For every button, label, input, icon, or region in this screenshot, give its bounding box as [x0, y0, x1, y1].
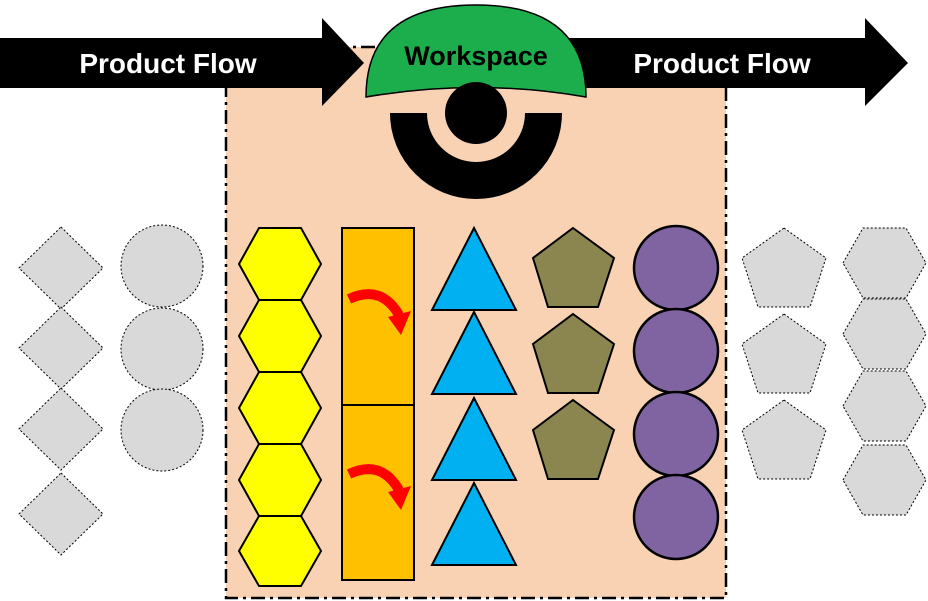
product-flow-label-left: Product Flow	[79, 48, 257, 79]
incoming-circle	[120, 307, 204, 391]
outgoing-hexagon	[842, 227, 927, 299]
workspace-dome: Workspace	[365, 4, 587, 98]
product-flow-arrow-right: Product Flow	[555, 18, 908, 106]
outgoing-pentagon	[741, 313, 827, 394]
purple-circle	[632, 224, 720, 312]
red-curved-arrow-icon	[346, 289, 411, 335]
outgoing-items	[741, 227, 927, 516]
blue-triangle	[430, 480, 518, 566]
purple-circle	[632, 307, 720, 395]
blue-triangle	[430, 395, 518, 481]
purple-circle	[632, 473, 720, 561]
incoming-diamond	[18, 306, 104, 390]
outgoing-hexagon	[842, 444, 927, 516]
outgoing-pentagon	[741, 399, 827, 480]
red-curved-arrow-icon	[346, 464, 411, 510]
olive-pentagon	[531, 312, 616, 394]
incoming-items	[18, 224, 204, 556]
workspace-circles	[632, 224, 720, 561]
incoming-diamond	[18, 472, 104, 556]
workspace-pentagons	[531, 226, 616, 480]
incoming-diamond	[18, 387, 104, 471]
outgoing-hexagon	[842, 298, 927, 370]
workspace-label: Workspace	[404, 41, 548, 71]
incoming-diamond	[18, 226, 104, 310]
outgoing-hexagon	[842, 370, 927, 442]
operator-icon	[390, 82, 562, 199]
yellow-hexagon	[237, 515, 323, 587]
workspace-triangles	[430, 225, 518, 566]
workspace-hexagons	[237, 227, 323, 587]
purple-circle	[632, 390, 720, 478]
blue-triangle	[430, 309, 518, 395]
incoming-circle	[120, 388, 204, 472]
outgoing-pentagon	[741, 227, 827, 308]
workspace-boxes	[341, 227, 415, 581]
product-flow-arrow-left: Product Flow	[0, 18, 364, 106]
olive-pentagon	[531, 226, 616, 308]
olive-pentagon	[531, 398, 616, 480]
product-flow-label-right: Product Flow	[633, 48, 811, 79]
incoming-circle	[120, 224, 204, 308]
